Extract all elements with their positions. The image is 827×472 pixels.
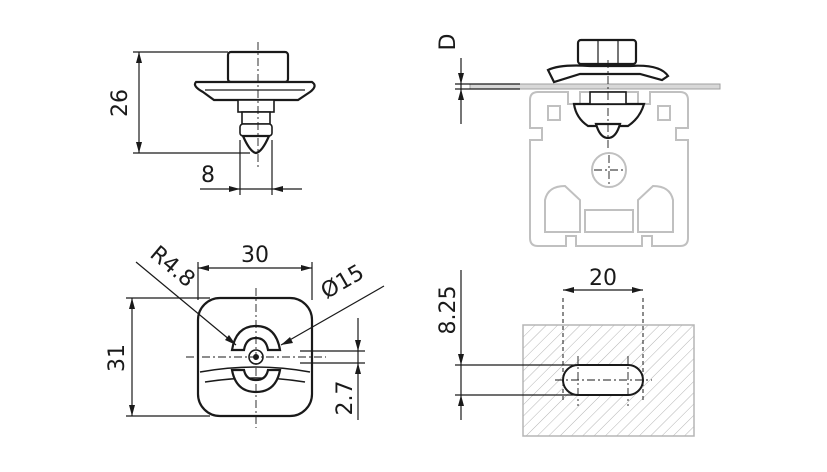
- profile-view: D: [436, 34, 721, 247]
- dim-radius: R4.8: [145, 241, 200, 292]
- slot-view: 20 8.25: [436, 266, 695, 437]
- dim-slot-width: 20: [589, 266, 617, 291]
- side-view: 26 8: [108, 42, 316, 195]
- dim-diameter: Ø15: [317, 260, 369, 304]
- dim-slot-offset: 8.25: [436, 286, 461, 335]
- dim-top-height: 31: [105, 344, 130, 372]
- dim-side-width: 8: [201, 163, 215, 188]
- dim-depth: D: [436, 34, 461, 51]
- dim-top-width: 30: [241, 243, 269, 268]
- dim-offset: 2.7: [333, 381, 358, 416]
- dim-side-height: 26: [108, 89, 133, 117]
- top-view: 30 31 R4.8 Ø15 2.7: [105, 241, 385, 428]
